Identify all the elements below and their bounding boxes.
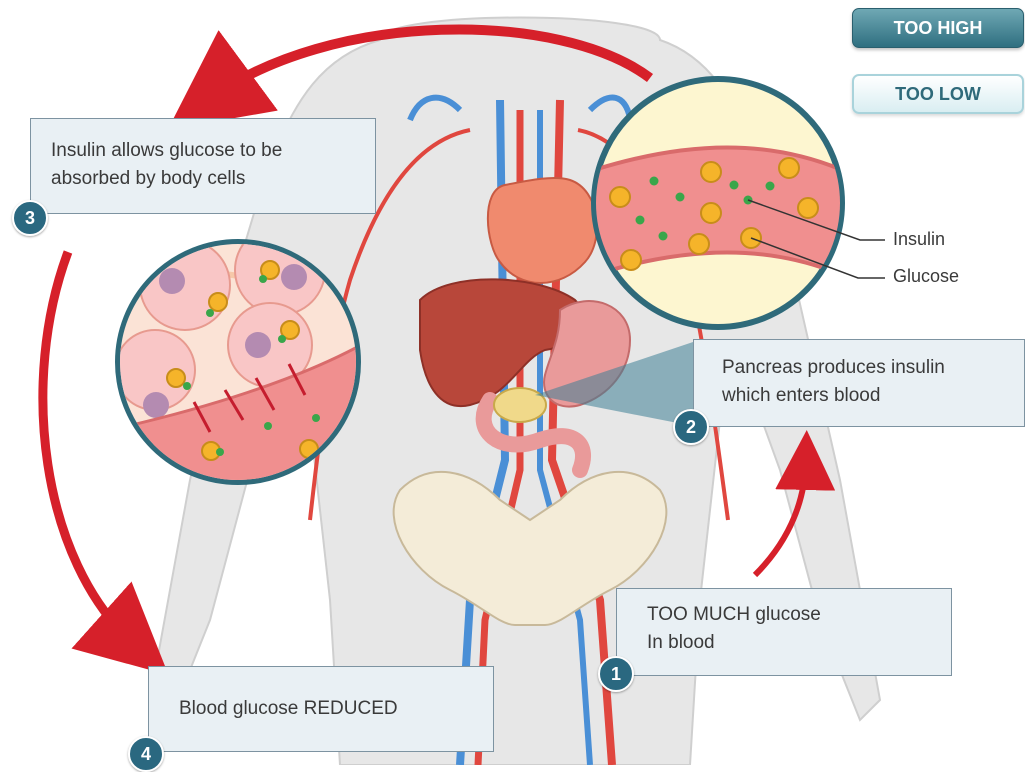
step3-callout: Insulin allows glucose to be absorbed by…: [30, 118, 376, 214]
arrow-to-step4: [43, 252, 135, 645]
heart-organ: [488, 178, 597, 283]
step1-line2: In blood: [647, 629, 951, 657]
insulin-label: Insulin: [893, 229, 945, 250]
step3-line2: absorbed by body cells: [51, 165, 375, 193]
step1-line1: TOO MUCH glucose: [647, 601, 951, 629]
step4-line1: Blood glucose REDUCED: [179, 695, 493, 723]
step4-badge: 4: [128, 736, 164, 772]
step1-callout: TOO MUCH glucose In blood: [616, 588, 952, 676]
step2-callout: Pancreas produces insulin which enters b…: [693, 339, 1025, 427]
step2-badge: 2: [673, 409, 709, 445]
too-high-button[interactable]: TOO HIGH: [852, 8, 1024, 48]
too-high-label: TOO HIGH: [894, 18, 983, 39]
too-low-button[interactable]: TOO LOW: [852, 74, 1024, 114]
glucose-label: Glucose: [893, 266, 959, 287]
step1-badge: 1: [598, 656, 634, 692]
pancreas-organ: [494, 388, 546, 422]
step3-badge: 3: [12, 200, 48, 236]
step2-line2: which enters blood: [722, 382, 1024, 410]
step3-line1: Insulin allows glucose to be: [51, 137, 375, 165]
too-low-label: TOO LOW: [895, 84, 981, 105]
step2-line1: Pancreas produces insulin: [722, 354, 1024, 382]
vessel-magnifier: [594, 79, 842, 327]
step4-callout: Blood glucose REDUCED: [148, 666, 494, 752]
